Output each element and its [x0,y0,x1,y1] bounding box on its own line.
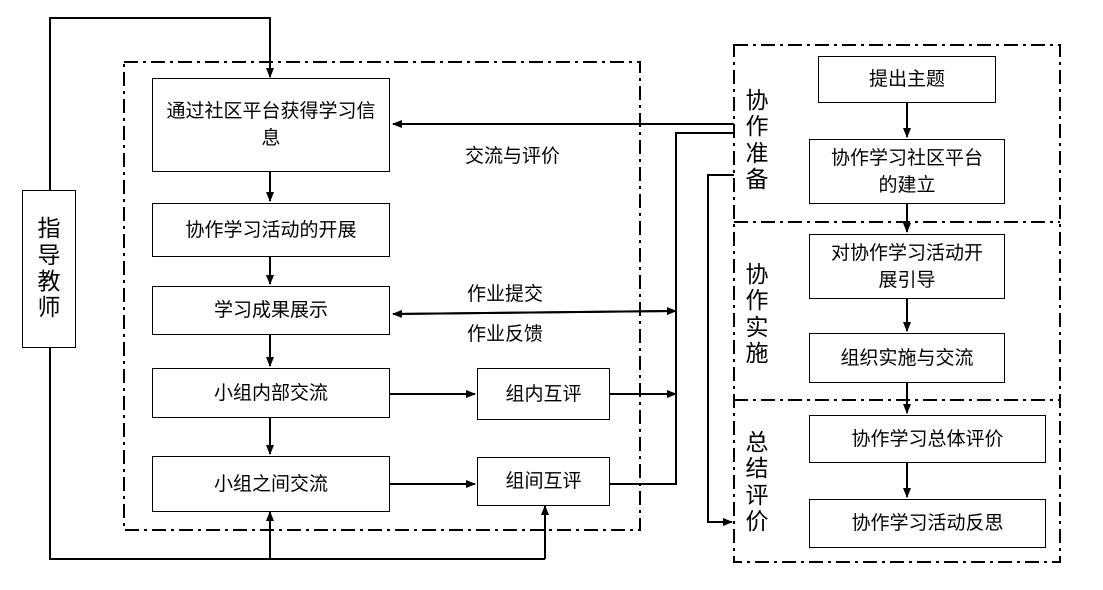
teacher-loop-bottom [49,347,545,560]
peer-review-between-box: 组间互评 [477,457,610,506]
student-activity-frame [123,61,641,531]
phase-summary-overall-eval: 协作学习总体评价 [809,415,1046,463]
phase-label-impl: 协 作 实 施 [745,262,769,368]
phase-impl-guide-activity: 对协作学习活动开展引导 [809,234,1005,299]
phase-prep-build-platform: 协作学习社区平台的建立 [809,139,1005,204]
flow-step-start-activity: 协作学习活动的开展 [152,203,390,257]
label-homework-feedback: 作业反馈 [467,323,544,345]
phase-impl-organize: 组织实施与交流 [809,333,1005,383]
guiding-teacher-box: 指 导 教 师 [22,190,76,348]
phase-label-prep: 协 作 准 备 [745,88,769,194]
label-homework-submit: 作业提交 [467,283,544,305]
label-exchange-evaluation: 交流与评价 [465,145,561,167]
flow-step-get-info: 通过社区平台获得学习信息 [152,78,390,172]
teacher-loop-top [49,17,274,190]
peer-review-within-box: 组内互评 [477,368,610,420]
flow-step-inter-group: 小组之间交流 [152,456,390,512]
flow-step-show-results: 学习成果展示 [152,286,390,335]
phase-prep-propose-topic: 提出主题 [818,56,996,103]
phase-label-summary: 总 结 评 价 [745,430,769,536]
phase-summary-reflection: 协作学习活动反思 [809,499,1046,548]
phase-frame [733,44,1061,563]
flow-step-intra-group: 小组内部交流 [152,368,390,418]
